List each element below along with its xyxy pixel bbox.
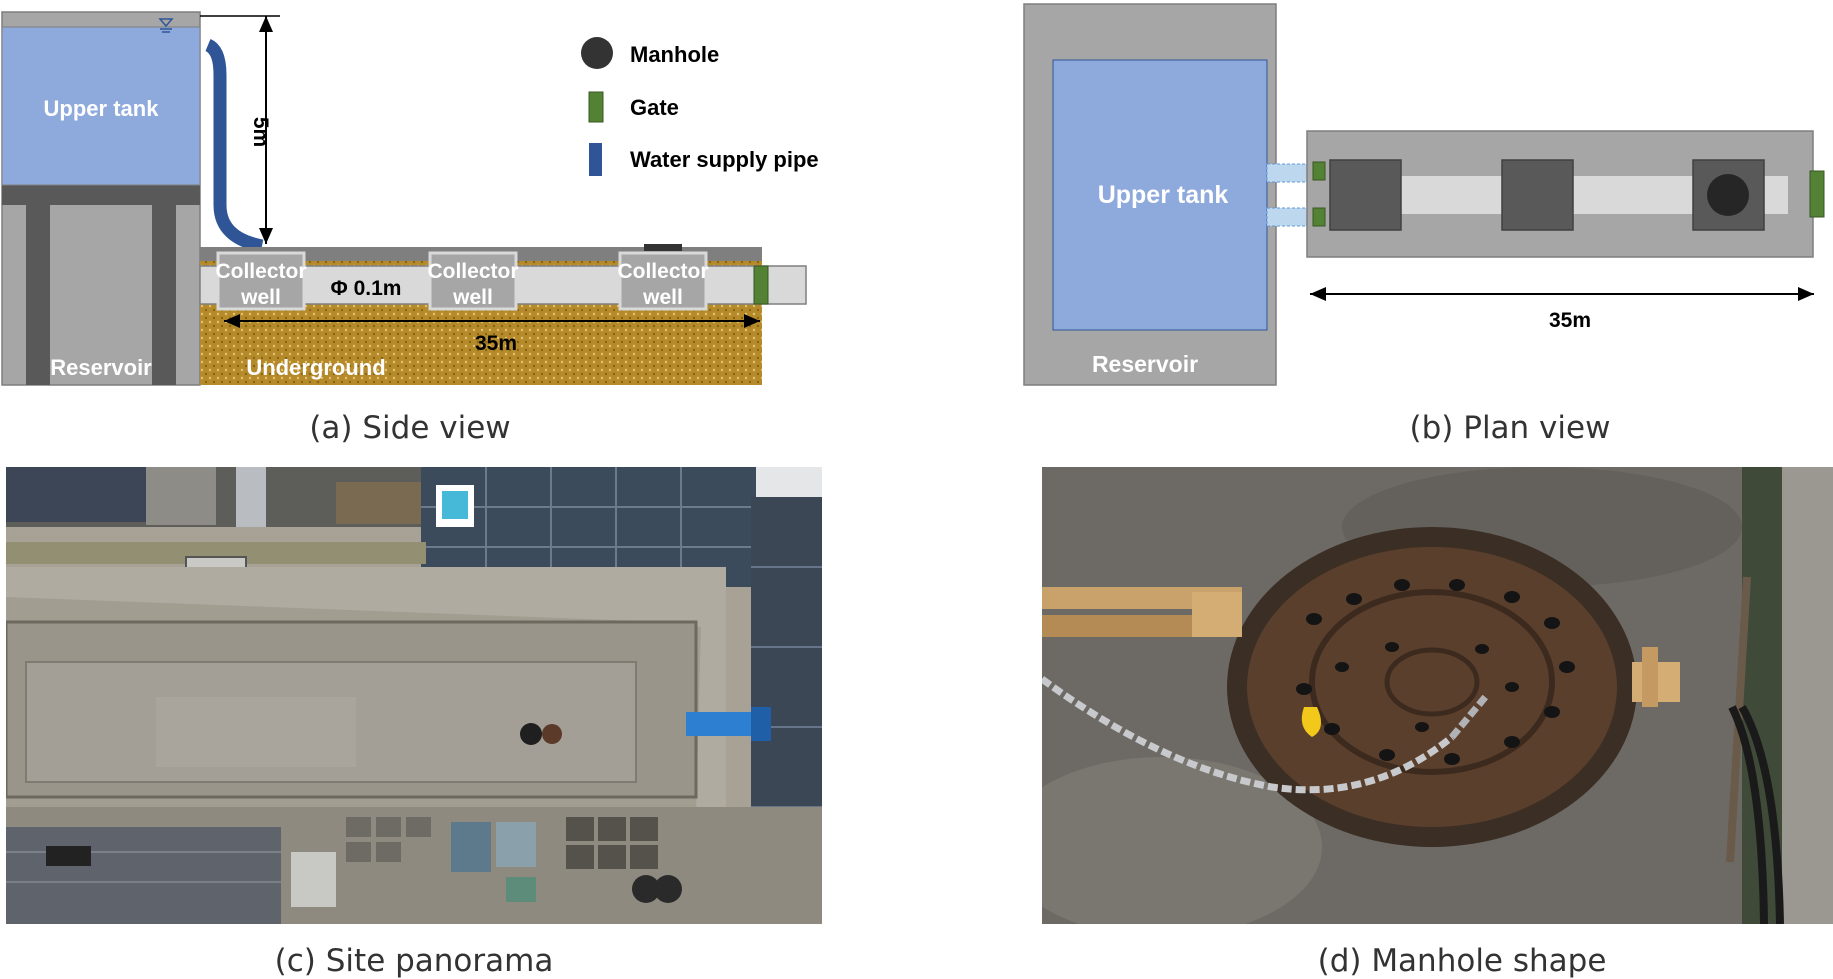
height-dimension	[200, 15, 280, 244]
pipe-legend-icon	[589, 143, 602, 176]
collector-well-3-label-line2: well	[642, 286, 683, 309]
plan-pipe-lower	[1266, 207, 1318, 227]
height-label: 5m	[249, 117, 272, 147]
underground-label: Underground	[246, 355, 385, 380]
legend-manhole-label: Manhole	[630, 42, 719, 67]
plan-pipe-upper	[1266, 163, 1318, 183]
plan-gate-lower	[1312, 207, 1326, 227]
plan-view-caption: (b) Plan view	[1409, 410, 1611, 446]
plan-collector-well-2	[1501, 159, 1574, 231]
site-panorama-photo	[6, 467, 822, 924]
pipe-diameter-label: Φ 0.1m	[331, 277, 402, 300]
collector-well-1-label-line2: well	[240, 286, 281, 309]
reservoir-label: Reservoir	[50, 355, 152, 380]
plan-upper-tank-label: Upper tank	[1098, 181, 1229, 209]
manhole-legend-icon	[581, 37, 613, 69]
collector-well-3	[618, 251, 708, 311]
plan-length-label: 35m	[1549, 309, 1591, 332]
water-level-icon	[158, 18, 174, 33]
collector-well-1-label-line1: Collector	[215, 260, 306, 283]
upper-tank-label: Upper tank	[44, 96, 160, 121]
manhole-cover	[644, 244, 682, 251]
collector-well-2	[428, 251, 518, 311]
length-dimension	[224, 314, 760, 328]
collector-well-2-label-line2: well	[452, 286, 493, 309]
legend-gate-label: Gate	[630, 95, 679, 120]
legend-water-supply-pipe-label: Water supply pipe	[630, 147, 819, 172]
side-view-caption: (a) Side view	[309, 410, 511, 446]
collector-well-1	[216, 251, 306, 311]
upper-tank	[1, 26, 201, 186]
gate	[753, 265, 769, 305]
collector-well-2-label-line1: Collector	[427, 260, 518, 283]
plan-view-diagram: Upper tank Reservoir 35m 3m	[1023, 3, 1825, 386]
gate-legend-icon	[588, 91, 604, 123]
plan-length-dimension	[1310, 287, 1814, 301]
legend: Manhole Gate Water supply pipe	[581, 37, 819, 176]
site-panorama-caption: (c) Site panorama	[274, 943, 554, 979]
plan-reservoir-label: Reservoir	[1092, 351, 1198, 377]
plan-gate-upper	[1312, 161, 1326, 181]
water-supply-pipe	[204, 39, 264, 253]
plan-collector-well-1	[1329, 159, 1402, 231]
plan-manhole	[1707, 174, 1749, 216]
length-label: 35m	[475, 332, 517, 355]
plan-upper-tank	[1052, 59, 1268, 331]
plan-gate-outlet	[1809, 170, 1825, 218]
side-view-diagram: Collector well Collector well Collector …	[1, 11, 819, 386]
manhole-shape-caption: (d) Manhole shape	[1317, 943, 1607, 979]
collector-well-3-label-line1: Collector	[617, 260, 708, 283]
manhole-shape-photo	[1042, 467, 1833, 924]
